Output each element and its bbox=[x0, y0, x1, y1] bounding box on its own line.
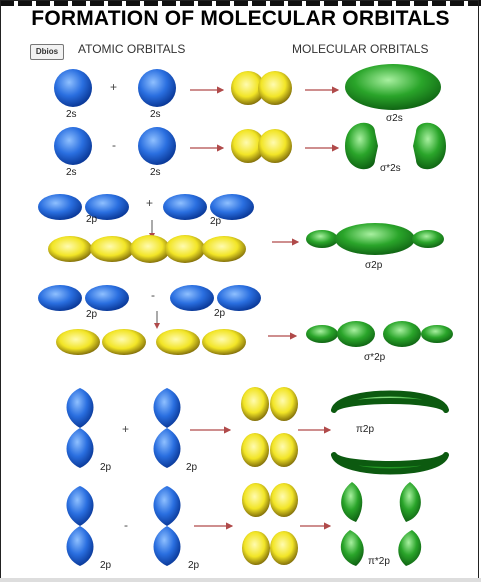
atomic-label-r1-b: 2s bbox=[150, 109, 161, 120]
atomic-label-r5-b: 2p bbox=[186, 462, 198, 473]
plus-operator-3: + bbox=[122, 422, 130, 436]
atomic-label-r5-a: 2p bbox=[100, 462, 112, 473]
minus-operator-3: - bbox=[124, 518, 128, 532]
overlap-lobe-1a bbox=[231, 71, 265, 105]
result-label-pi-star-2p: π*2p bbox=[368, 556, 390, 567]
overlap-lobe-1b bbox=[258, 71, 292, 105]
top-border-strip bbox=[0, 0, 481, 6]
plus-operator-2: + bbox=[146, 196, 154, 210]
bottom-border-strip bbox=[0, 578, 481, 582]
row-pi-2p bbox=[66, 387, 449, 475]
molecular-orbitals-header: MOLECULAR ORBITALS bbox=[292, 42, 429, 56]
sigma-star-2s-lobe-right bbox=[413, 122, 446, 170]
atomic-label-r3-a: 2p bbox=[86, 214, 98, 225]
minus-operator-2: - bbox=[151, 288, 155, 302]
atomic-label-r4-b: 2p bbox=[214, 308, 226, 319]
atomic-orbitals-header: ATOMIC ORBITALS bbox=[78, 42, 186, 56]
atomic-label-r6-a: 2p bbox=[100, 560, 112, 571]
overlap-lobe-2b bbox=[258, 129, 292, 163]
result-label-sigma-star-2p: σ*2p bbox=[364, 352, 386, 363]
sigma-2s-orbital bbox=[345, 64, 441, 110]
brand-logo: Dbios bbox=[30, 44, 64, 60]
row-sigma-star-2s bbox=[54, 122, 446, 170]
atomic-label-r6-b: 2p bbox=[188, 560, 200, 571]
result-label-pi-2p: π2p bbox=[356, 424, 375, 435]
2s-orbital-left-2 bbox=[54, 127, 92, 165]
atomic-label-r3-b: 2p bbox=[210, 216, 222, 227]
page-title: FORMATION OF MOLECULAR ORBITALS bbox=[31, 7, 450, 30]
result-label-sigma-2p: σ2p bbox=[365, 260, 383, 271]
2s-orbital-right bbox=[138, 69, 176, 107]
overlap-lobe-2a bbox=[231, 129, 265, 163]
result-label-sigma-2s: σ2s bbox=[386, 113, 403, 124]
2s-orbital-left bbox=[54, 69, 92, 107]
row-sigma-star-2p bbox=[38, 285, 453, 355]
result-label-sigma-star-2s: σ*2s bbox=[380, 163, 401, 174]
atomic-label-r4-a: 2p bbox=[86, 309, 98, 320]
atomic-label-r2-b: 2s bbox=[150, 167, 161, 178]
sigma-star-2s-lobe-left bbox=[345, 122, 378, 170]
plus-operator-1: + bbox=[110, 80, 118, 94]
atomic-label-r2-a: 2s bbox=[66, 167, 77, 178]
row-sigma-2s bbox=[54, 64, 441, 110]
row-sigma-2p bbox=[38, 194, 444, 263]
2s-orbital-right-2 bbox=[138, 127, 176, 165]
atomic-label-r1-a: 2s bbox=[66, 109, 77, 120]
minus-operator-1: - bbox=[112, 138, 116, 152]
row-pi-star-2p bbox=[66, 482, 422, 566]
